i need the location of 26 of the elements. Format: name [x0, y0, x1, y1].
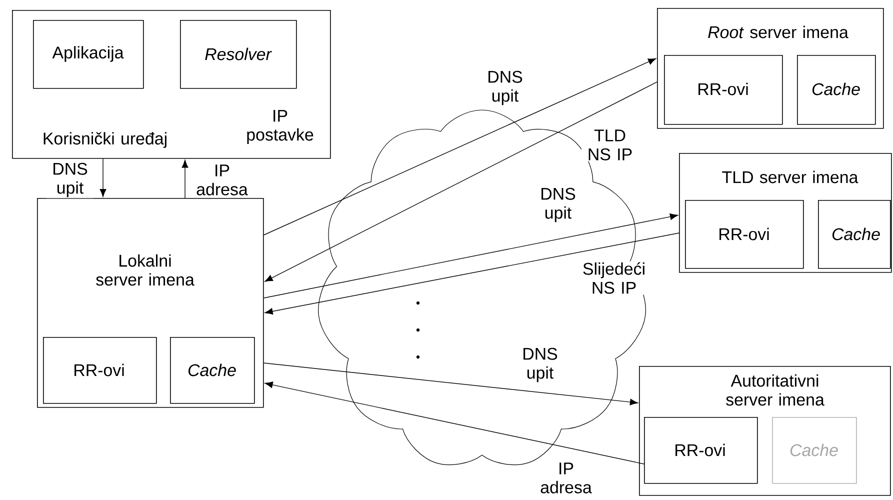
arrow [100, 158, 106, 197]
arrow [263, 58, 656, 236]
component-box: RR-ovi [43, 337, 157, 404]
arrow [264, 232, 680, 315]
edge-label: TLD NS IP [582, 128, 638, 162]
component-box: Cache [772, 417, 857, 484]
component-box: Cache [797, 55, 876, 125]
edge-label: IP adresa [191, 164, 253, 196]
component-box: RR-ovi [664, 55, 783, 125]
arrow [263, 214, 678, 298]
component-box: Cache [170, 337, 255, 404]
component-box: RR-ovi [685, 200, 804, 269]
component-box: Aplikacija [33, 20, 144, 89]
component-box: RR-ovi [644, 417, 758, 484]
edge-label: DNS upit [534, 186, 582, 224]
component-box: Resolver [180, 20, 297, 89]
arrow [264, 382, 644, 464]
edge-label: DNS upit [516, 346, 564, 384]
arrow [263, 362, 638, 406]
component-box: Cache [818, 200, 891, 269]
edge-label: DNS upit [482, 70, 528, 106]
edge-label: IP adresa [535, 462, 597, 494]
edge-label: Slijedeći NS IP [576, 261, 652, 295]
arrow [182, 160, 188, 198]
edge-label: DNS upit [46, 162, 94, 198]
arrow [264, 82, 658, 282]
